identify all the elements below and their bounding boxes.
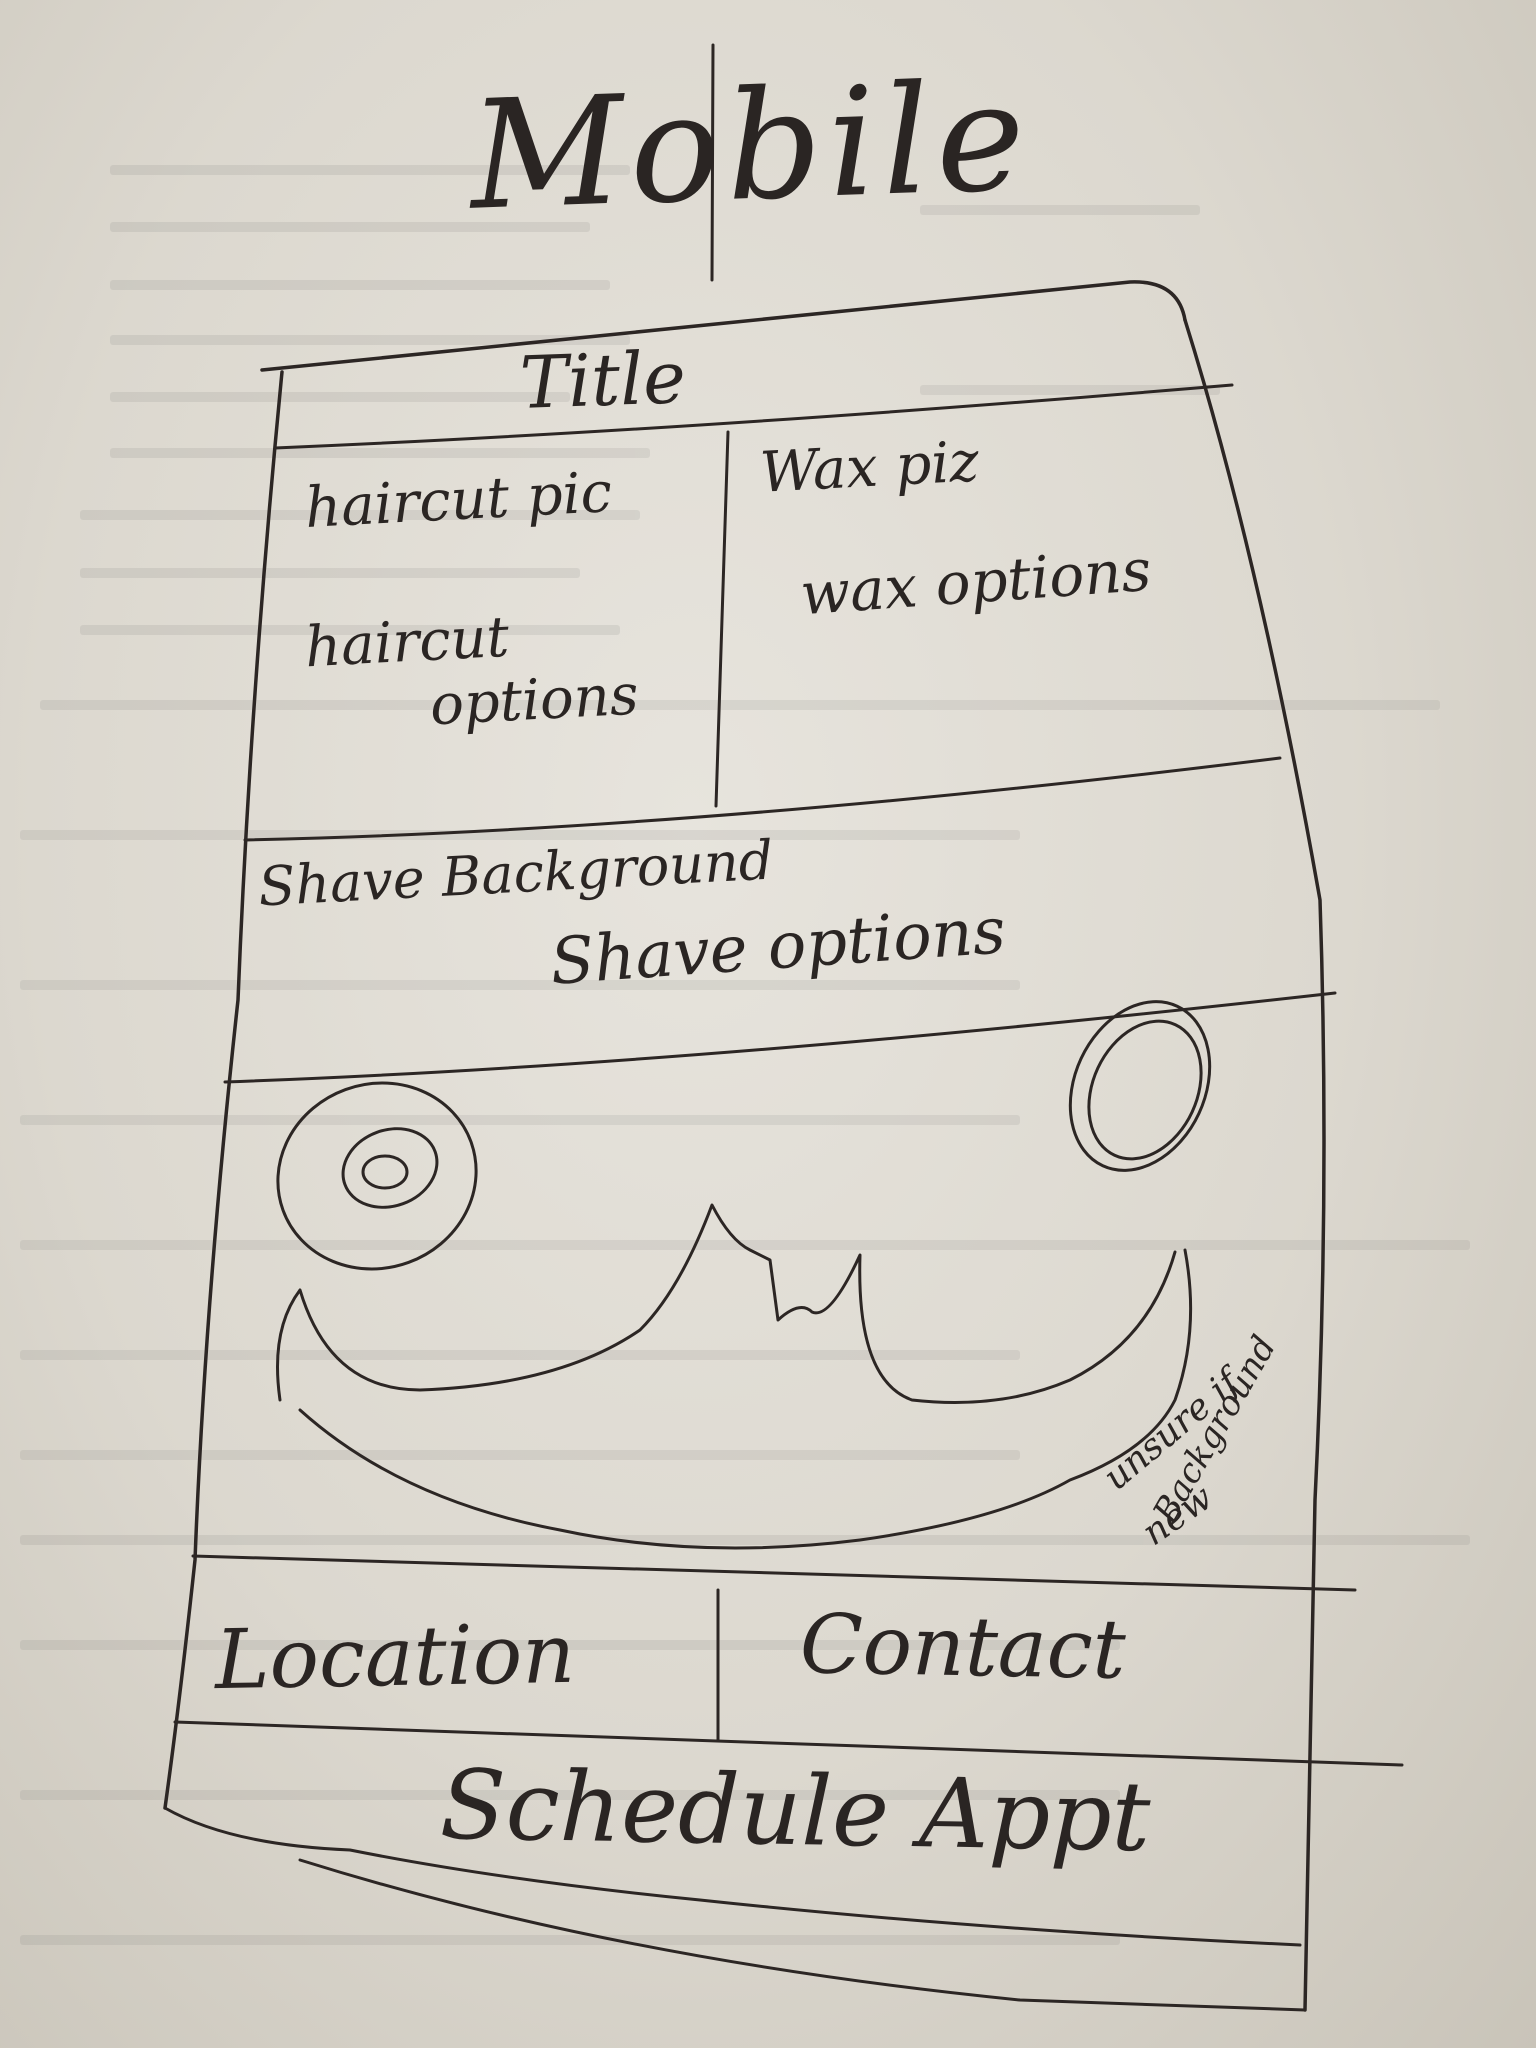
haircut-options-line1: haircut [303,604,511,681]
phone-frame-left [163,370,284,1810]
services-column-divider [714,430,730,808]
face-divider [191,1554,1357,1592]
face-doodle [276,1000,1212,1550]
services-divider [243,756,1282,842]
footer-divider [173,1720,1404,1767]
chin-outline [298,1248,1193,1550]
wax-pic-label: Wax piz [758,429,981,506]
shave-divider [223,991,1337,1084]
mouth-outline [276,1203,1177,1404]
haircut-options-line2: options [428,662,641,739]
title-divider [273,383,1234,450]
phone-frame-top [260,280,1187,372]
phone-frame-right [1183,318,1326,2012]
contact-label: Contact [799,1597,1127,1698]
heading-mobile: Mobile [467,50,1034,244]
schedule-appt-label: Schedule Appt [439,1748,1152,1874]
phone-frame-bottom [163,1806,1302,1947]
title-bar-label: Title [518,335,688,425]
phone-frame-bottom-edge [298,1858,1307,2012]
heading-stroke [710,43,715,282]
location-label: Location [214,1606,576,1709]
